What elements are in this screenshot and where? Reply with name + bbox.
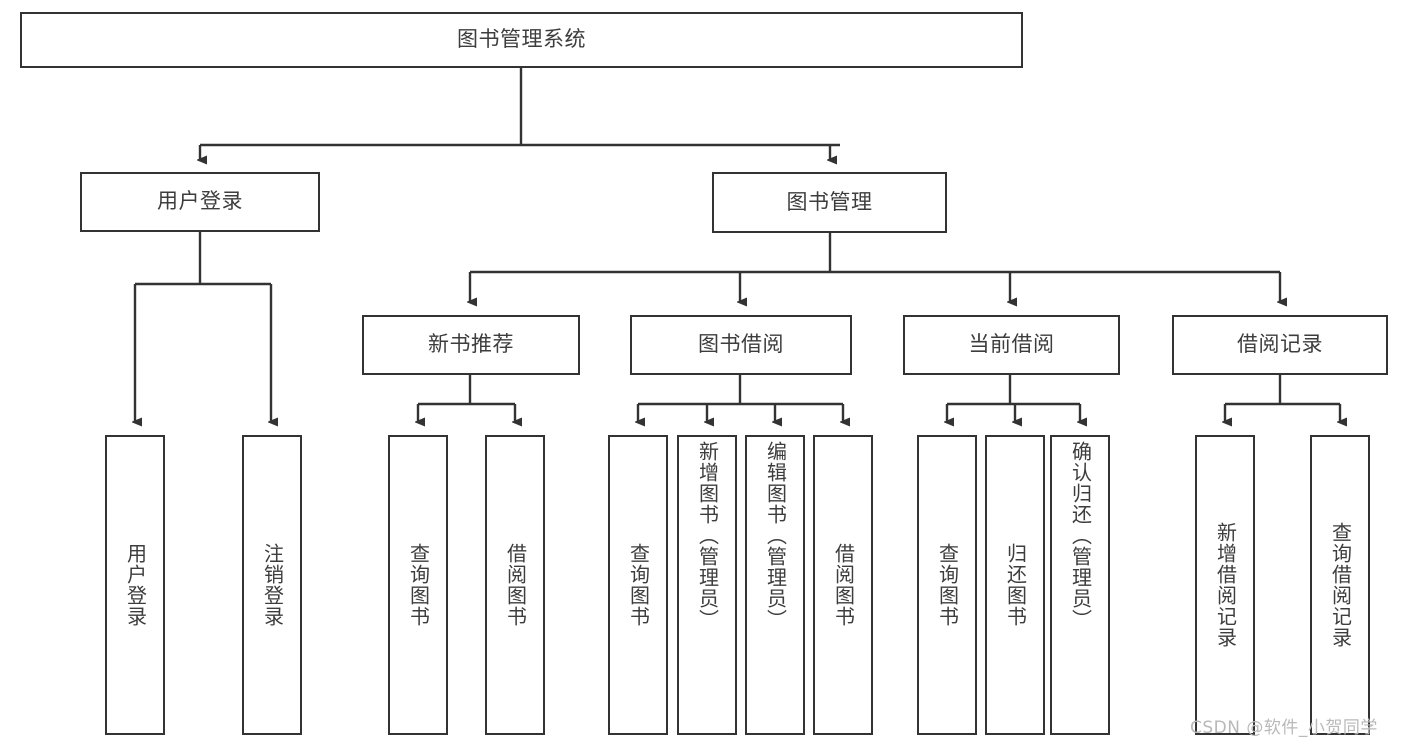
leaf-confirm-return-admin[interactable]: 确认归还（管理员） bbox=[1050, 435, 1110, 735]
leaf-user-login[interactable]: 用户登录 bbox=[105, 435, 165, 735]
leaf-query-book-recommend[interactable]: 查询图书 bbox=[388, 435, 448, 735]
leaf-edit-book-admin[interactable]: 编辑图书（管理员） bbox=[745, 435, 805, 735]
leaf-return-book[interactable]: 归还图书 bbox=[985, 435, 1045, 735]
node-root[interactable]: 图书管理系统 bbox=[20, 12, 1023, 68]
leaf-query-book-current[interactable]: 查询图书 bbox=[917, 435, 977, 735]
csdn-watermark: CSDN @软件_小贺同学 bbox=[1190, 718, 1378, 738]
node-new-book-recommend[interactable]: 新书推荐 bbox=[362, 315, 580, 375]
leaf-add-book-admin[interactable]: 新增图书（管理员） bbox=[677, 435, 737, 735]
node-current-borrow[interactable]: 当前借阅 bbox=[903, 315, 1120, 375]
leaf-borrow-book-recommend[interactable]: 借阅图书 bbox=[485, 435, 545, 735]
leaf-query-book-borrow[interactable]: 查询图书 bbox=[608, 435, 668, 735]
node-borrow-record[interactable]: 借阅记录 bbox=[1172, 315, 1388, 375]
leaf-query-borrow-record[interactable]: 查询借阅记录 bbox=[1310, 435, 1370, 735]
node-book-management[interactable]: 图书管理 bbox=[712, 172, 947, 233]
node-book-borrow[interactable]: 图书借阅 bbox=[630, 315, 852, 375]
leaf-logout[interactable]: 注销登录 bbox=[242, 435, 302, 735]
leaf-borrow-book[interactable]: 借阅图书 bbox=[813, 435, 873, 735]
leaf-add-borrow-record[interactable]: 新增借阅记录 bbox=[1195, 435, 1255, 735]
node-user-login[interactable]: 用户登录 bbox=[80, 172, 320, 232]
